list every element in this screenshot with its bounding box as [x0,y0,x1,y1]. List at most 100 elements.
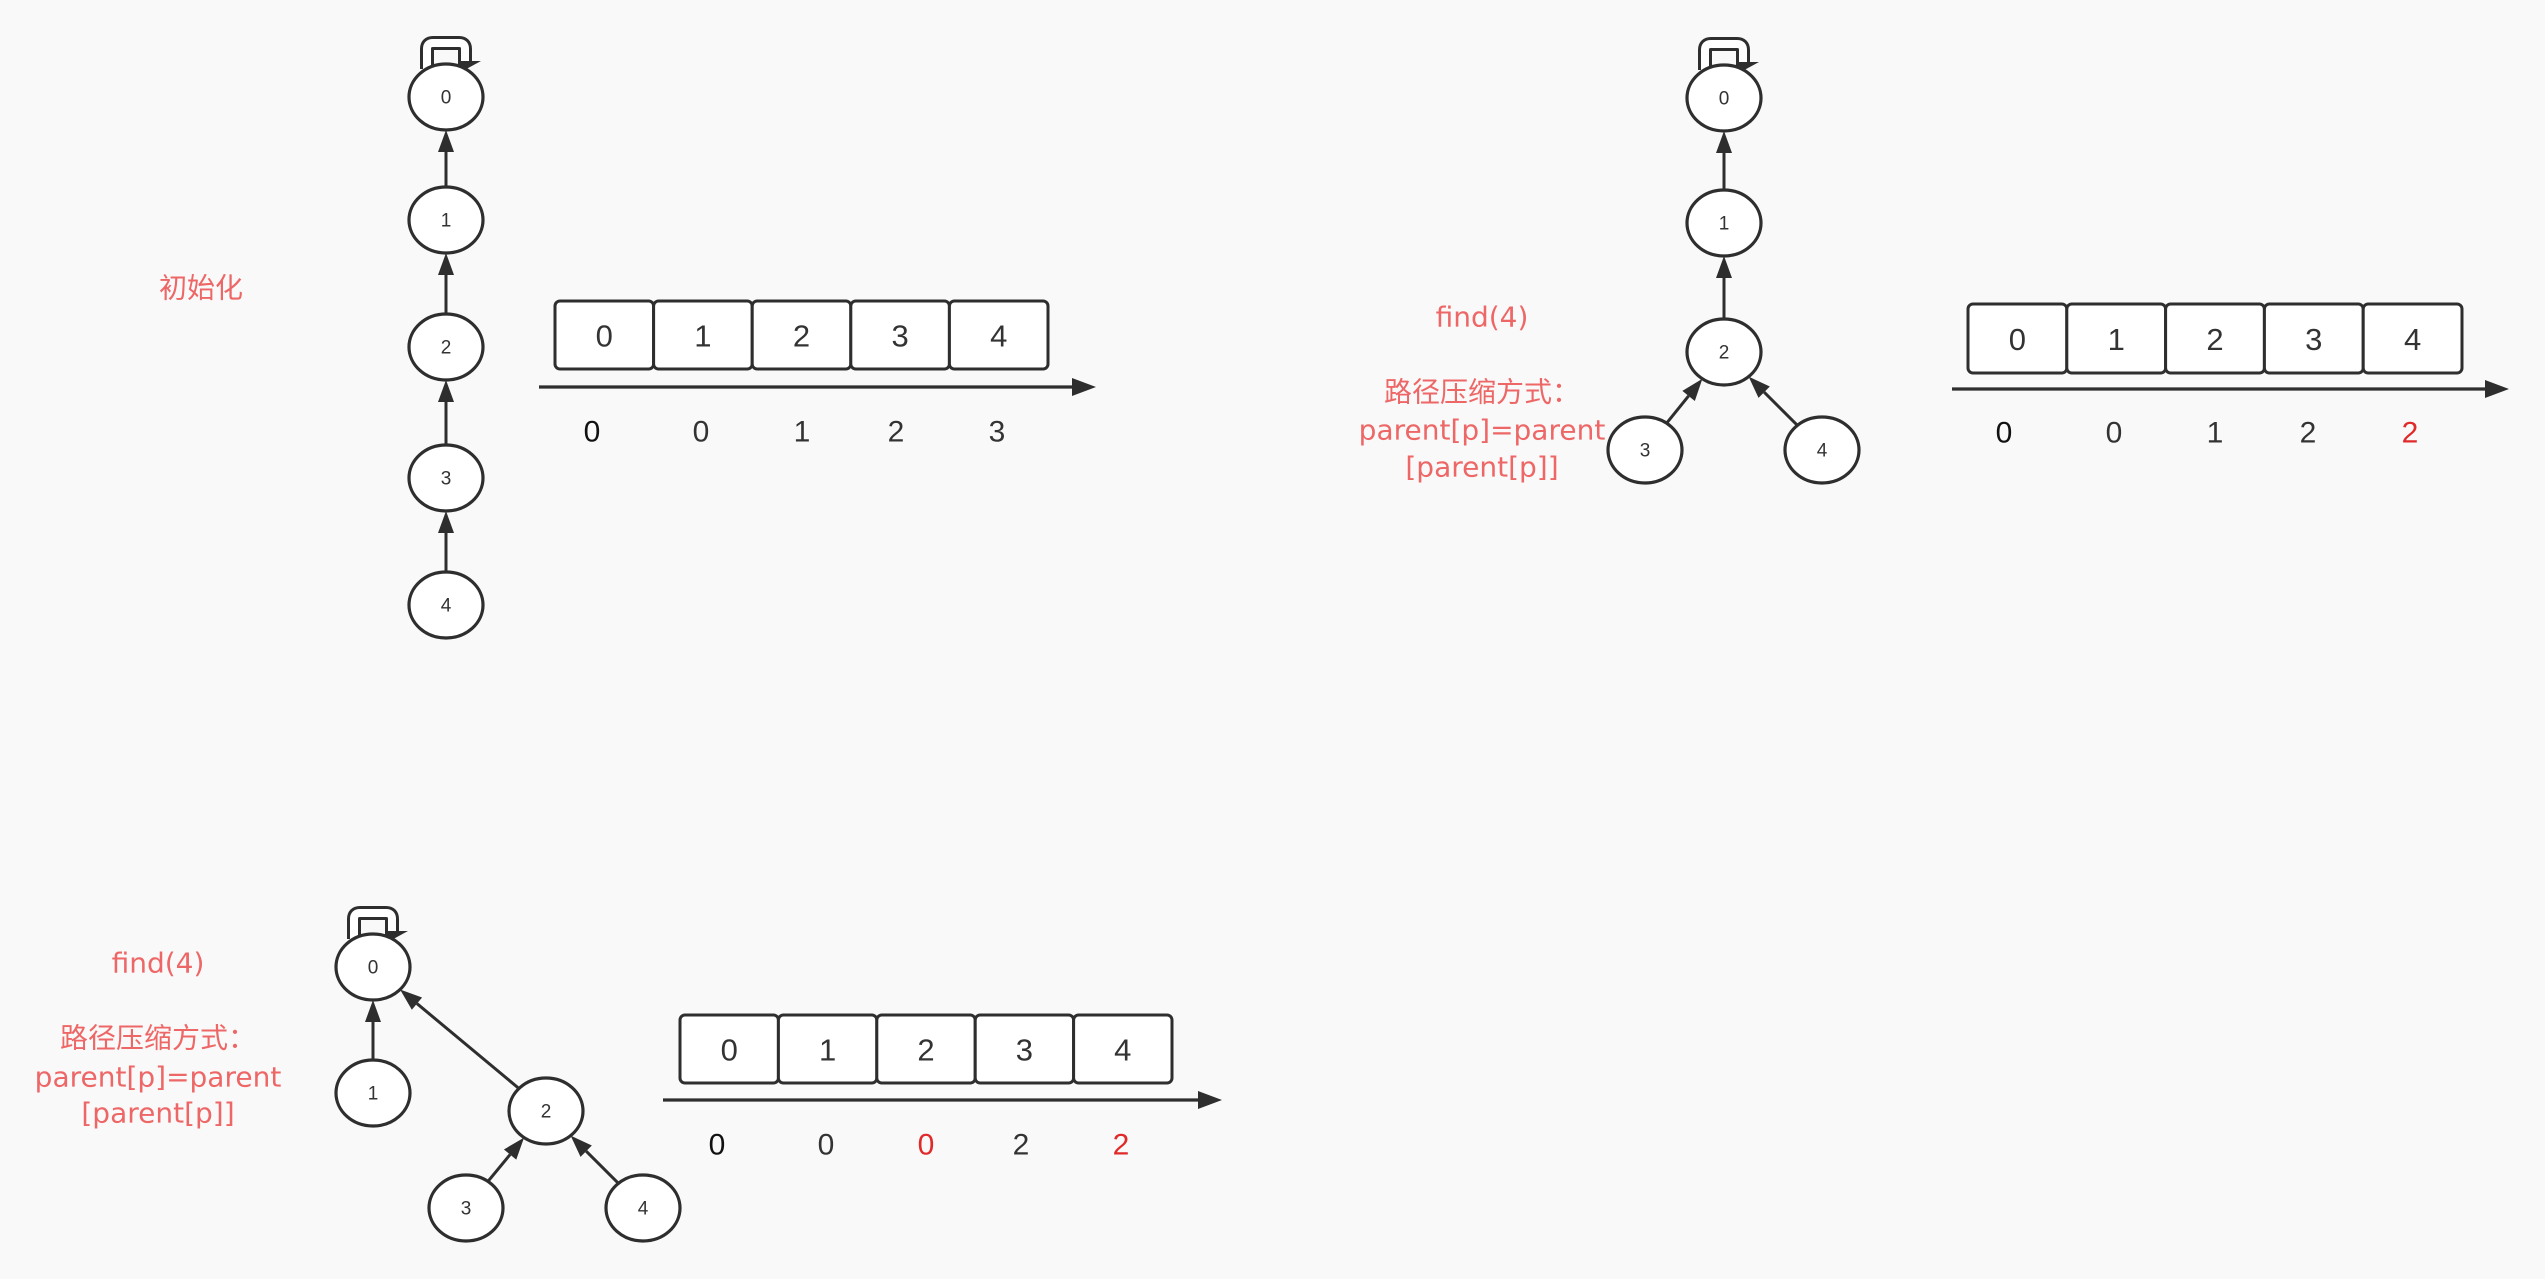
tree-node-0: 0 [407,36,485,132]
node-circle [407,570,485,640]
arrowhead-icon [400,989,423,1010]
edge-2-to-1 [438,253,454,314]
array-index-label: 3 [2305,322,2322,357]
parent-value: 0 [2106,417,2123,450]
edge-4-to-2 [1748,376,1799,427]
axis-arrow [1952,380,2509,398]
axis-arrow [539,378,1096,396]
tree-node-3: 3 [427,1173,505,1243]
edge-1-to-0 [438,130,454,187]
tree-node-2: 2 [507,1076,585,1146]
array-cell-0: 0 [1966,302,2069,375]
arrowhead-icon [438,130,454,152]
panel-note-line: parent[p]=parent [35,1061,282,1094]
tree-node-1: 1 [334,1058,412,1128]
arrowhead-icon [1682,378,1703,401]
parent-value: 3 [989,416,1006,449]
node-label: 0 [368,958,379,979]
panel-title: 初始化 [159,272,243,305]
arrowhead-icon [438,253,454,275]
node-label: 1 [368,1084,379,1105]
edge-3-to-2 [486,1137,525,1183]
tree-node-1: 1 [407,185,485,255]
panel-note-line: [parent[p]] [1405,451,1558,484]
array-cell-4: 4 [2361,302,2464,375]
array-cell-4: 4 [1072,1013,1174,1085]
array-index-label: 0 [596,319,613,354]
edges [438,130,454,572]
parent-value: 0 [818,1129,835,1162]
axis-arrowhead-icon [2485,380,2509,398]
panel-find-step-2: find(4)路径压缩方式：parent[p]=parent[parent[p]… [35,906,1222,1243]
panel-title: find(4) [112,947,205,980]
tree-node-0: 0 [1685,37,1763,133]
array-index-label: 2 [917,1033,934,1068]
parent-value: 2 [2300,417,2317,450]
array-index-label: 1 [819,1033,836,1068]
node-label: 0 [1719,89,1730,110]
parent-value: 0 [709,1129,726,1162]
node-label: 4 [441,596,452,617]
array-index-label: 4 [990,319,1007,354]
arrowhead-icon [503,1137,525,1160]
edges [1665,131,1799,427]
arrowhead-icon [1716,131,1732,153]
arrowhead-icon [365,1000,381,1022]
edge-4-to-3 [438,511,454,572]
edge-2-to-1 [1716,256,1732,319]
edges [365,989,620,1185]
node-label: 4 [638,1199,649,1220]
node-circle [334,1058,412,1128]
node-label: 1 [1719,214,1730,235]
axis-arrowhead-icon [1198,1091,1222,1109]
node-circle [407,62,485,132]
node-label: 2 [1719,343,1730,364]
node-circle [1783,415,1861,485]
node-label: 0 [441,88,452,109]
node-circle [1685,317,1763,387]
array-cell-3: 3 [973,1013,1076,1085]
arrowhead-icon [438,380,454,402]
tree-node-2: 2 [1685,317,1763,387]
panel-note-line: parent[p]=parent [1359,414,1606,447]
node-label: 2 [441,338,452,359]
arrowhead-icon [1716,256,1732,278]
node-circle [1685,63,1763,133]
node-label: 2 [541,1102,552,1123]
array-cell-3: 3 [849,299,951,371]
array-index-label: 1 [694,319,711,354]
array-cell-4: 4 [947,299,1050,371]
node-circle [407,312,485,382]
tree-node-4: 4 [407,570,485,640]
node-circle [407,185,485,255]
tree-node-3: 3 [1606,415,1684,485]
array-index-label: 0 [721,1033,738,1068]
nodes: 0 1 2 3 4 [1606,37,1861,485]
parent-value-changed: 0 [918,1129,935,1162]
node-circle [1606,415,1684,485]
parent-value: 1 [2207,417,2224,450]
parent-value: 1 [794,416,811,449]
node-label: 3 [1640,441,1651,462]
tree-node-4: 4 [1783,415,1861,485]
node-circle [427,1173,505,1243]
array-cell-3: 3 [2262,302,2365,375]
node-label: 1 [441,211,452,232]
self-loop-icon [347,906,408,943]
node-circle [1685,188,1763,258]
parent-value: 0 [693,416,710,449]
array-cell-0: 0 [678,1013,780,1085]
array-index-label: 1 [2108,322,2125,357]
node-label: 4 [1817,441,1828,462]
edge-4-to-2 [570,1135,620,1185]
axis-arrowhead-icon [1072,378,1096,396]
array-index-label: 2 [793,319,810,354]
arrowhead-icon [570,1135,592,1157]
